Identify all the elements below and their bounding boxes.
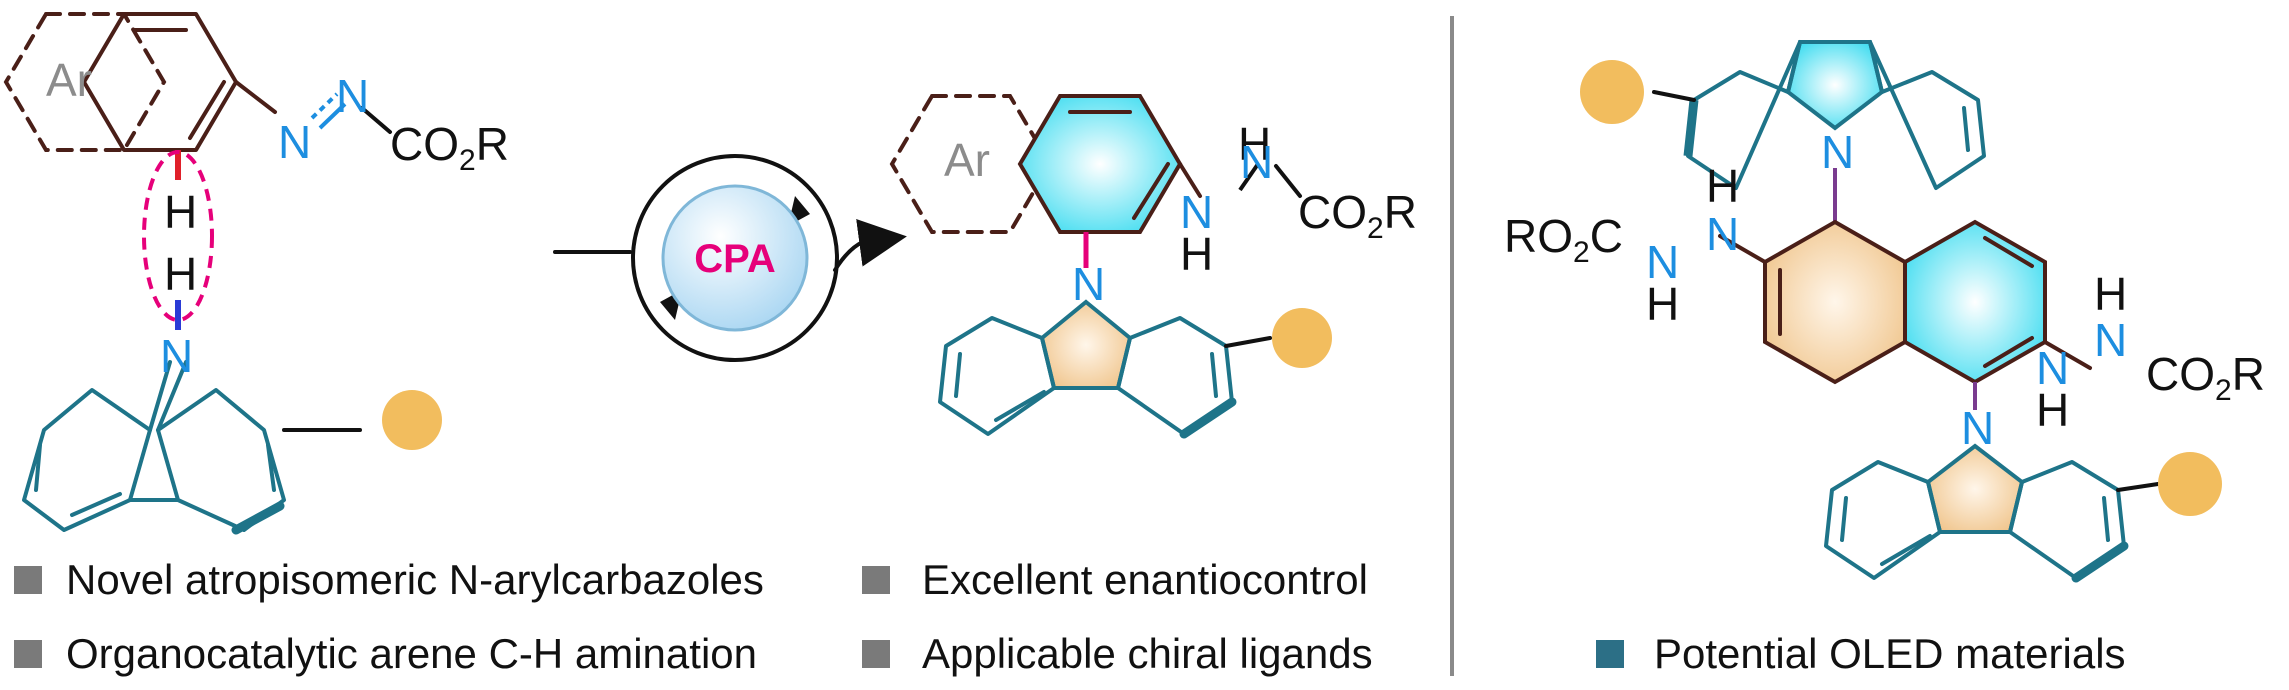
reactant-ester-co: CO bbox=[390, 118, 459, 170]
bullet-square-4 bbox=[862, 640, 890, 668]
oled-left-h-top: H bbox=[1706, 160, 1739, 212]
product-nh2-h: H bbox=[1180, 228, 1213, 280]
product-ester-sub: 2 bbox=[1367, 212, 1384, 245]
reactant-azo-n1: N bbox=[278, 116, 311, 168]
oled-top-substituent-dot bbox=[1580, 60, 1644, 124]
reactant-ar-label: Ar bbox=[46, 54, 92, 106]
oled-top-carbazole bbox=[1652, 40, 1986, 222]
reactant-h-carbazole: H bbox=[164, 248, 197, 300]
product-carbazole bbox=[938, 299, 1272, 439]
bullet-applicable-ligands: Applicable chiral ligands bbox=[922, 630, 1373, 677]
oled-left-ester-ro: RO bbox=[1504, 210, 1573, 262]
oled-right-ester-co: CO bbox=[2146, 348, 2215, 400]
oled-n-top: N bbox=[1821, 126, 1854, 178]
oled-bottom-substituent-dot bbox=[2158, 452, 2222, 516]
product-nh1-n: N bbox=[1240, 136, 1273, 188]
reactant-azo-arene bbox=[3, 12, 392, 180]
catalyst-label: CPA bbox=[694, 237, 775, 281]
reactant-ester-sub: 2 bbox=[459, 144, 476, 177]
product-nh2-n: N bbox=[1180, 186, 1213, 238]
oled-left-h-bottom: H bbox=[1646, 278, 1679, 330]
oled-left-ester: RO2C bbox=[1504, 210, 1623, 269]
product-ester-r: R bbox=[1384, 186, 1417, 238]
oled-n-bottom: N bbox=[1961, 402, 1994, 454]
reactant-ester: CO2R bbox=[390, 118, 509, 177]
product-ester-co: CO bbox=[1298, 186, 1367, 238]
oled-left-ester-c: C bbox=[1590, 210, 1623, 262]
reactant-substituent-dot bbox=[382, 390, 442, 450]
bullet-excellent-enantiocontrol: Excellent enantiocontrol bbox=[922, 556, 1368, 603]
bullet-novel-atropisomeric: Novel atropisomeric N-arylcarbazoles bbox=[66, 556, 764, 603]
product-n-carbazole: N bbox=[1072, 258, 1105, 310]
oled-right-h-top: H bbox=[2094, 268, 2127, 320]
catalytic-cycle bbox=[553, 154, 907, 362]
oled-bottom-carbazole bbox=[1824, 443, 2160, 583]
reactant-carbazole bbox=[22, 360, 362, 535]
oled-right-ester: CO2R bbox=[2146, 348, 2265, 407]
oled-naphthalene-core bbox=[1718, 219, 2092, 410]
product-ar-label: Ar bbox=[944, 134, 990, 186]
reactant-ester-r: R bbox=[476, 118, 509, 170]
reactant-h-arene: H bbox=[164, 186, 197, 238]
product-hydrazine-arene bbox=[889, 94, 1302, 268]
product-substituent-dot bbox=[1272, 308, 1332, 368]
oled-left-n-top: N bbox=[1706, 208, 1739, 260]
bullet-square-3 bbox=[862, 566, 890, 594]
bullet-square-2 bbox=[14, 640, 42, 668]
oled-right-ester-sub: 2 bbox=[2215, 374, 2232, 407]
bullet-square-5 bbox=[1596, 640, 1624, 668]
hydrogen-bond-ellipse bbox=[142, 150, 214, 322]
product-nh1-h: H bbox=[1238, 118, 1271, 170]
reactant-n-carbazole: N bbox=[160, 330, 193, 382]
bullet-square-1 bbox=[14, 566, 42, 594]
oled-left-n-bottom: N bbox=[1646, 236, 1679, 288]
bullet-oled-materials: Potential OLED materials bbox=[1654, 630, 2126, 677]
oled-right-n-bottom: N bbox=[2036, 342, 2069, 394]
bullet-organocatalytic-amination: Organocatalytic arene C-H amination bbox=[66, 630, 757, 677]
oled-right-h-bottom: H bbox=[2036, 384, 2069, 436]
oled-right-ester-r: R bbox=[2232, 348, 2265, 400]
product-ester: CO2R bbox=[1298, 186, 1417, 245]
oled-right-n-top: N bbox=[2094, 314, 2127, 366]
reactant-azo-n2: N bbox=[336, 70, 369, 122]
oled-left-ester-sub: 2 bbox=[1573, 236, 1590, 269]
